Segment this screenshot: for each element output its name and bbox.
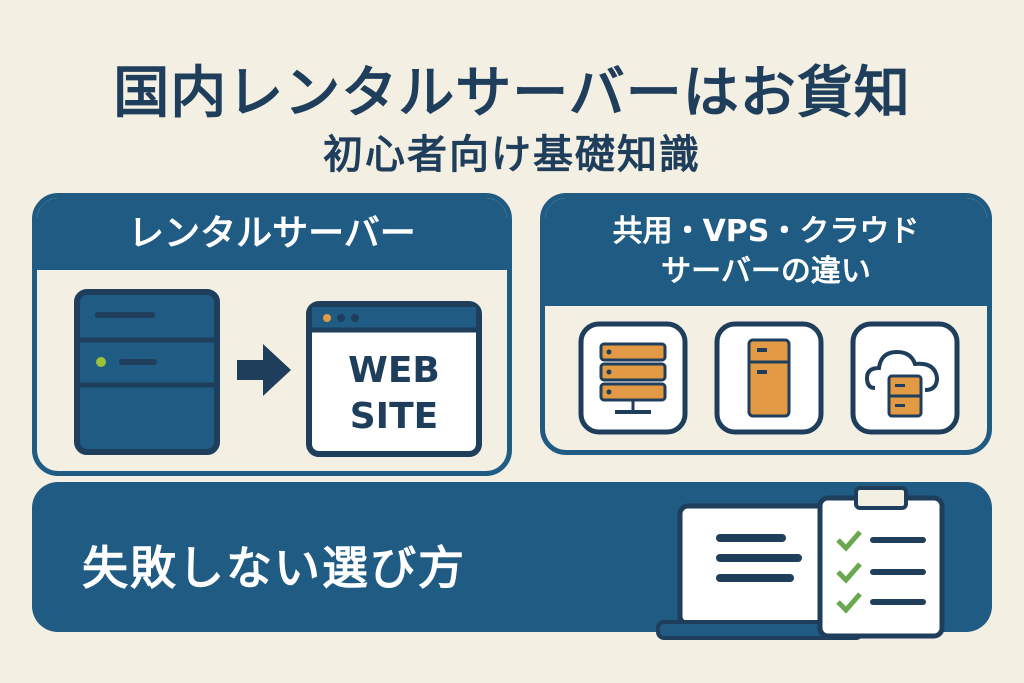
page-subtitle: 初心者向け基礎知識 (323, 132, 701, 178)
server-types-heading: 共用・VPS・クラウド サーバーの違い (545, 198, 987, 306)
guide-illustration (656, 486, 945, 640)
browser-window-icon: WEB SITE (306, 301, 482, 457)
website-label-site: SITE (350, 396, 438, 437)
selection-guide-text: 失敗しない選び方 (82, 541, 466, 595)
checklist-clipboard-icon (817, 486, 945, 639)
cloud-server-icon (850, 321, 960, 435)
server-types-heading-line2: サーバーの違い (661, 254, 871, 289)
website-label-web: WEB (348, 350, 440, 391)
rental-server-illustration: WEB SITE (74, 289, 482, 457)
server-types-panel: 共用・VPS・クラウド サーバーの違い (540, 193, 992, 455)
rental-server-heading: レンタルサーバー (37, 198, 507, 270)
vps-server-icon (714, 321, 824, 435)
arrow-right-icon (237, 344, 291, 396)
page-title: 国内レンタルサーバーはお貨知 (113, 61, 911, 126)
rental-server-panel: レンタルサーバー WEB SITE (32, 193, 512, 476)
laptop-document-icon (656, 503, 864, 640)
server-icon (74, 289, 220, 455)
shared-server-icon (578, 321, 688, 435)
server-types-heading-line1: 共用・VPS・クラウド (612, 214, 920, 249)
server-types-illustration (578, 321, 960, 435)
